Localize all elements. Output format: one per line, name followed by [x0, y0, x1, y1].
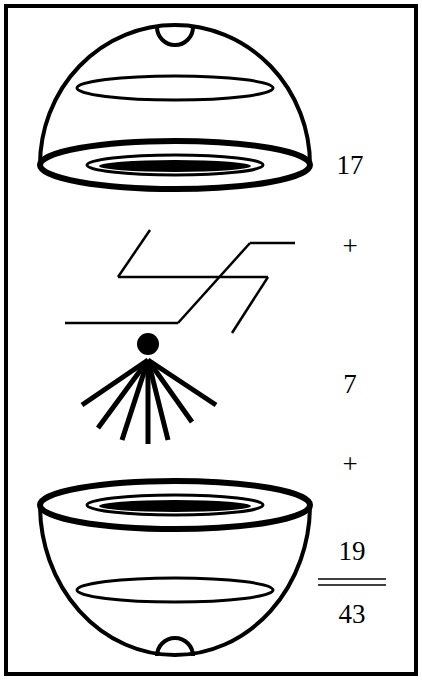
bowl-symbol: [40, 481, 310, 656]
sum-rule: [318, 579, 386, 585]
dome-symbol: [40, 25, 310, 189]
number-label: 43: [339, 601, 366, 628]
number-label: 17: [337, 152, 364, 179]
operator-sign: +: [342, 451, 357, 478]
cross-symbol: [65, 230, 295, 333]
number-label: 19: [339, 538, 366, 565]
frame: [6, 6, 416, 674]
ray-symbol: [82, 333, 216, 444]
operator-sign: +: [342, 233, 357, 260]
number-label: 7: [343, 371, 357, 398]
